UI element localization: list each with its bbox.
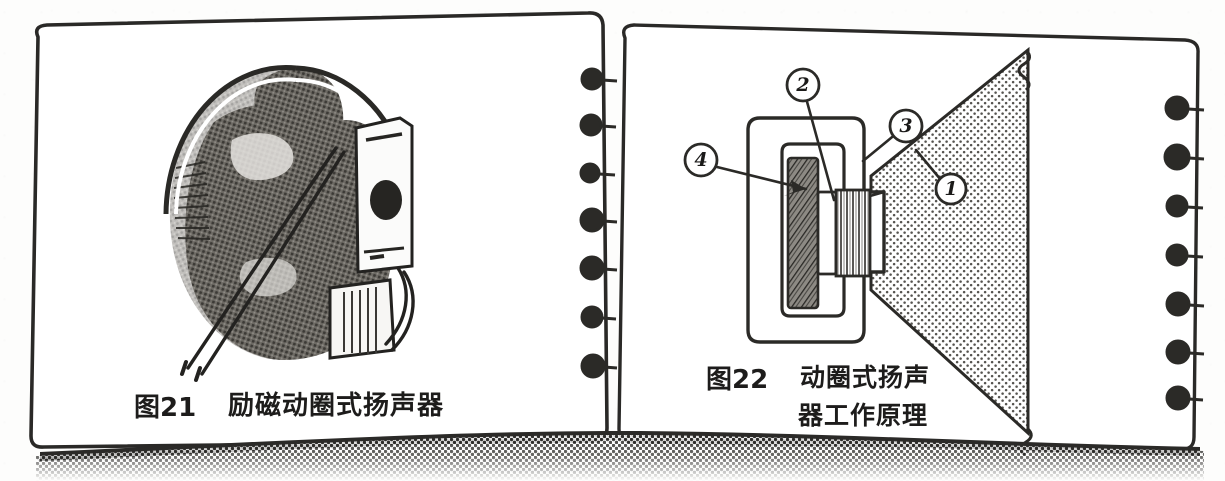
panel-left-binding-holes (579, 67, 618, 379)
voice-coil-former (816, 190, 838, 276)
speaker-base-block (328, 278, 396, 360)
callout-4[interactable]: 4 (683, 142, 719, 178)
shadow-halftone-band (36, 434, 1204, 481)
leader-line-3 (861, 131, 899, 163)
moving-coil-cross-section (746, 46, 1033, 457)
panel-left-caption: 励磁动圈式扬声器 (228, 390, 444, 421)
callout-2-label: 2 (795, 74, 809, 96)
speaker-terminal-box (354, 116, 414, 274)
panel-left-figure-label: 图21 (134, 393, 196, 423)
callout-leader-lines (711, 96, 943, 202)
break-line-top (1017, 48, 1031, 92)
shadow-solid-edge (40, 430, 1200, 461)
voice-coil-neck (869, 190, 885, 198)
callout-2[interactable]: 2 (785, 67, 821, 103)
callout-4-label: 4 (694, 149, 707, 171)
page-bottom-shadow (36, 430, 1204, 481)
panel-right-caption-line2: 器工作原理 (797, 401, 928, 430)
permanent-magnet (786, 156, 820, 310)
speaker-lead-wires (186, 146, 415, 376)
leader-line-1 (914, 148, 943, 182)
leader-line-2 (804, 96, 836, 202)
speaker-cone (869, 46, 1030, 437)
callout-1[interactable]: 1 (934, 172, 968, 206)
leader-line-4 (711, 164, 808, 191)
panel-left[interactable]: 图21 励磁动圈式扬声器 (29, 11, 618, 449)
panel-right-binding-holes (1163, 95, 1205, 411)
panel-right-figure-label: 图22 (706, 365, 768, 395)
callout-3-label: 3 (899, 115, 912, 137)
field-coil-speaker-photo (153, 50, 417, 382)
panel-right[interactable]: 1 2 3 4 图22 动圈式扬声 器工作原理 (617, 23, 1205, 457)
callout-3[interactable]: 3 (888, 108, 924, 144)
voice-coil-windings (834, 188, 872, 278)
panel-right-caption-line1: 动圈式扬声 (800, 363, 930, 392)
callout-1-label: 1 (944, 178, 957, 200)
leader-arrowhead-4 (784, 180, 806, 196)
